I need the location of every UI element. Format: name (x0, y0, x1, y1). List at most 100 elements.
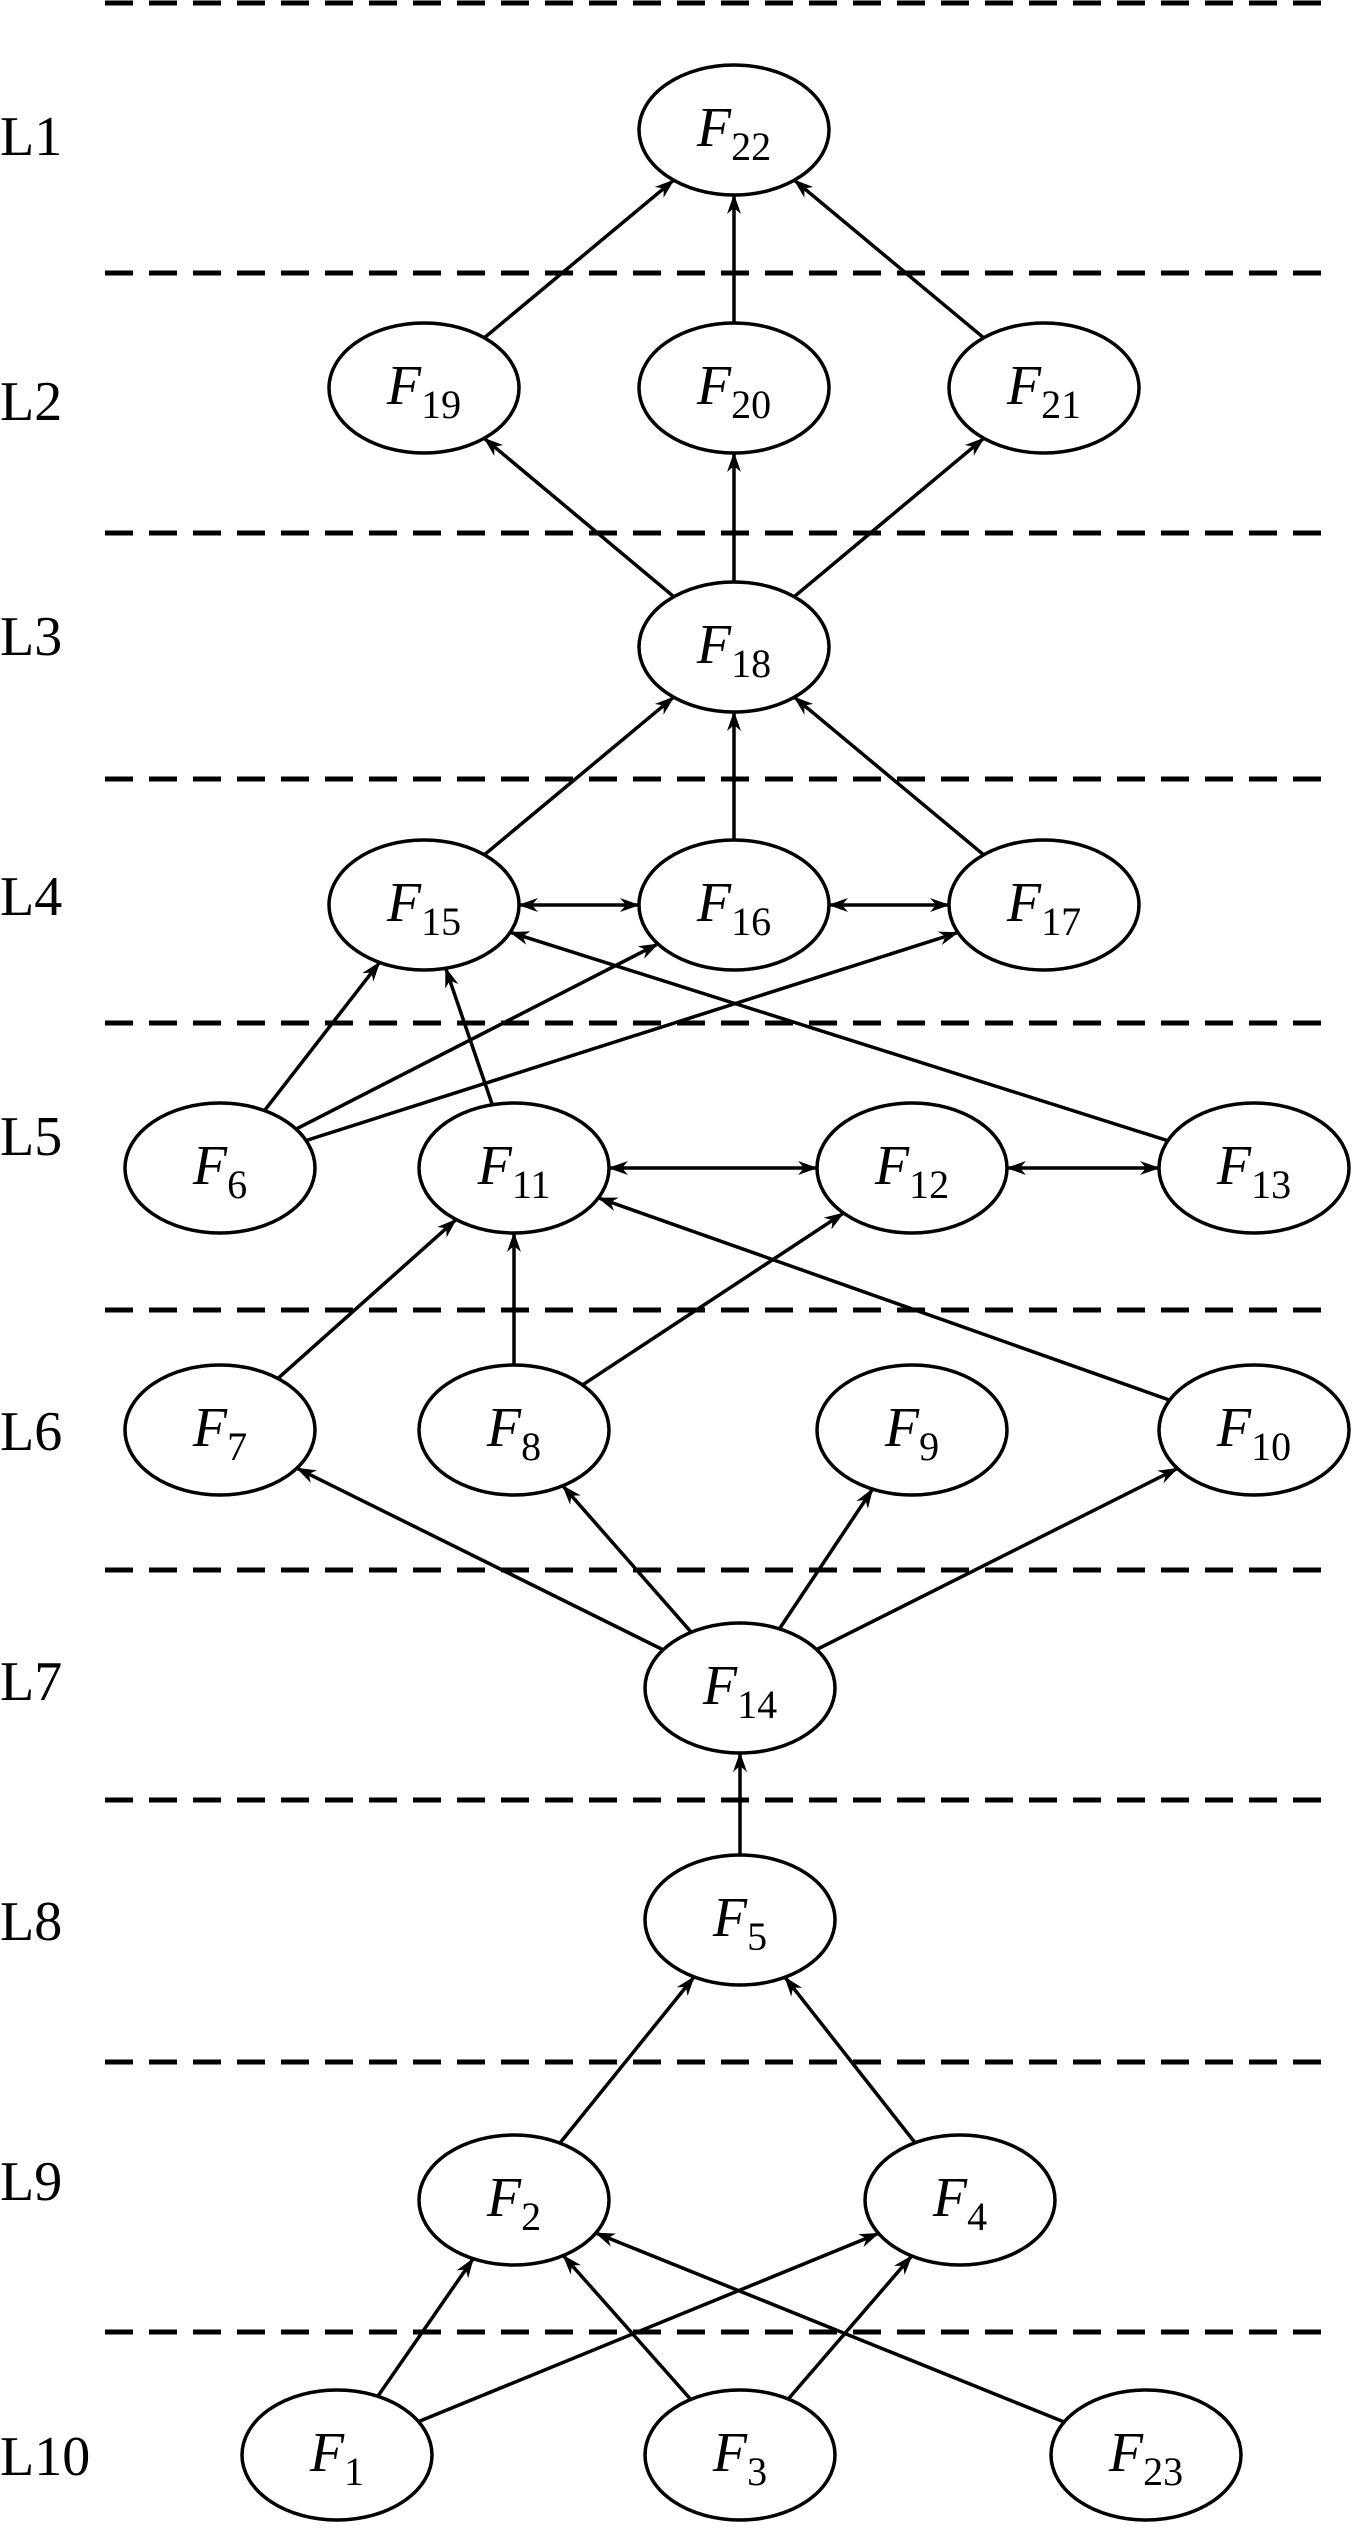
node-ellipse (327, 321, 521, 455)
edge-f21-to-f22 (793, 178, 985, 340)
node-ellipse (417, 2133, 611, 2267)
node-label-main: F (696, 614, 732, 676)
node-label-main: F (1216, 1135, 1252, 1197)
node-label-subscript: 19 (421, 382, 461, 427)
node-label-main: F (1006, 355, 1042, 417)
edges (263, 178, 1179, 2424)
edge-f14-to-f9 (777, 1488, 875, 1630)
node-label: F21 (1006, 355, 1081, 427)
edge-f2-to-f5 (558, 1975, 696, 2145)
node-f22: F22 (637, 63, 831, 197)
edge-f6-to-f17 (305, 930, 959, 1143)
node-label-subscript: 11 (512, 1162, 551, 1207)
node-label: F15 (386, 872, 461, 944)
node-label-subscript: 12 (909, 1162, 949, 1207)
node-label-subscript: 10 (1251, 1424, 1291, 1469)
node-label: F10 (1216, 1397, 1291, 1469)
node-label-subscript: 23 (1143, 2449, 1183, 2494)
node-ellipse (123, 1363, 317, 1497)
node-label-subscript: 18 (731, 641, 771, 686)
node-label-subscript: 8 (521, 1424, 541, 1469)
node-label-main: F (874, 1135, 910, 1197)
edge-f19-to-f22 (483, 178, 675, 340)
node-f20: F20 (637, 321, 831, 455)
node-label: F3 (712, 2422, 767, 2494)
node-f9: F9 (815, 1363, 1009, 1497)
level-label-l3: L3 (0, 606, 62, 668)
node-label: F17 (1006, 872, 1081, 944)
edge-f15-to-f18 (483, 695, 675, 857)
node-label-main: F (696, 355, 732, 417)
node-label: F20 (696, 355, 771, 427)
node-label-main: F (884, 1397, 920, 1459)
level-separators (105, 0, 1330, 2335)
node-f1: F1 (240, 2388, 434, 2522)
node-f16: F16 (637, 838, 831, 972)
node-label: F16 (696, 872, 771, 944)
node-label-subscript: 9 (919, 1424, 939, 1469)
edge-f23-to-f2 (594, 2231, 1065, 2424)
node-ellipse (240, 2388, 434, 2522)
node-label-subscript: 15 (421, 899, 461, 944)
node-f5: F5 (643, 1853, 837, 1987)
node-ellipse (643, 1621, 837, 1755)
node-f18: F18 (637, 580, 831, 714)
node-f17: F17 (947, 838, 1141, 972)
edge-f11-to-f15 (444, 967, 494, 1106)
node-label-main: F (192, 1397, 228, 1459)
node-f12: F12 (815, 1101, 1009, 1235)
node-label-subscript: 17 (1041, 899, 1081, 944)
node-label-subscript: 7 (227, 1424, 247, 1469)
node-ellipse (637, 838, 831, 972)
node-label-main: F (477, 1135, 513, 1197)
node-ellipse (643, 2388, 837, 2522)
node-ellipse (863, 2133, 1057, 2267)
node-f14: F14 (643, 1621, 837, 1755)
node-label: F2 (486, 2167, 541, 2239)
node-label-main: F (486, 1397, 522, 1459)
node-f3: F3 (643, 2388, 837, 2522)
edge-f1-to-f4 (417, 2231, 880, 2424)
level-label-l6: L6 (0, 1401, 62, 1463)
edge-f3-to-f2 (561, 2254, 693, 2401)
node-f7: F7 (123, 1363, 317, 1497)
edge-f14-to-f8 (561, 1484, 693, 1634)
node-f23: F23 (1049, 2388, 1243, 2522)
node-ellipse (123, 1101, 317, 1235)
node-f19: F19 (327, 321, 521, 455)
node-label: F6 (192, 1135, 247, 1207)
node-ellipse (815, 1363, 1009, 1497)
level-label-l5: L5 (0, 1106, 62, 1168)
node-ellipse (417, 1101, 611, 1235)
edge-f14-to-f10 (815, 1466, 1179, 1652)
node-label: F14 (702, 1655, 777, 1727)
node-label-subscript: 20 (731, 382, 771, 427)
node-ellipse (947, 838, 1141, 972)
node-label-main: F (696, 97, 732, 159)
node-label-main: F (192, 1135, 228, 1197)
edge-f4-to-f5 (783, 1976, 917, 2144)
node-f10: F10 (1157, 1363, 1351, 1497)
node-ellipse (1157, 1363, 1351, 1497)
edge-f17-to-f18 (793, 695, 985, 857)
edge-f6-to-f16 (295, 942, 659, 1131)
edge-f18-to-f19 (483, 436, 675, 599)
node-ellipse (815, 1101, 1009, 1235)
node-label: F19 (386, 355, 461, 427)
node-label-subscript: 6 (227, 1162, 247, 1207)
node-f15: F15 (327, 838, 521, 972)
node-label-main: F (696, 872, 732, 934)
node-label-main: F (1216, 1397, 1252, 1459)
node-label-main: F (486, 2167, 522, 2229)
node-ellipse (417, 1363, 611, 1497)
node-label: F23 (1108, 2422, 1183, 2494)
node-ellipse (637, 321, 831, 455)
edge-f18-to-f21 (793, 436, 985, 599)
node-ellipse (637, 63, 831, 197)
node-f13: F13 (1157, 1101, 1351, 1235)
node-ellipse (947, 321, 1141, 455)
node-label-main: F (386, 872, 422, 934)
node-label-main: F (1006, 872, 1042, 934)
